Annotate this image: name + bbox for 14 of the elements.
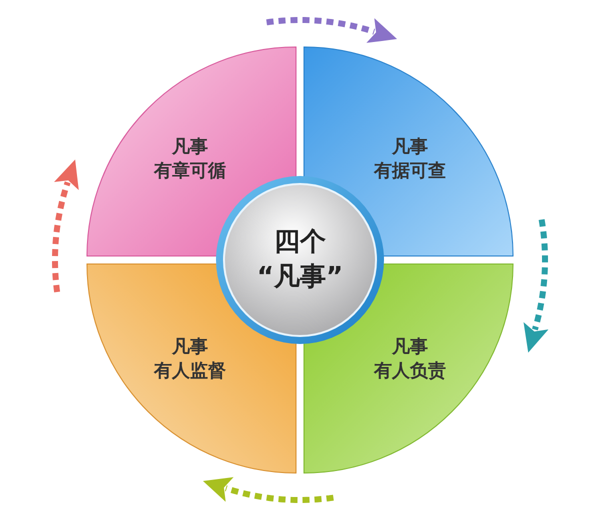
cycle-arrow (52, 159, 79, 292)
cycle-arrow (266, 17, 398, 43)
segment-heading: 凡事 (170, 136, 209, 160)
cycle-arrow (524, 219, 548, 353)
segment-heading: 凡事 (390, 136, 429, 160)
center-title: “凡事” (256, 261, 344, 294)
cycle-arrow (202, 477, 334, 503)
segment-label: 有据可查 (374, 160, 446, 184)
segment-heading: 凡事 (170, 336, 209, 360)
segment-label: 有章可循 (154, 160, 226, 184)
center-title: 四个 (273, 226, 327, 259)
segment-label: 有人负责 (374, 360, 446, 384)
segment-heading: 凡事 (390, 336, 429, 360)
segment-label: 有人监督 (154, 360, 226, 384)
